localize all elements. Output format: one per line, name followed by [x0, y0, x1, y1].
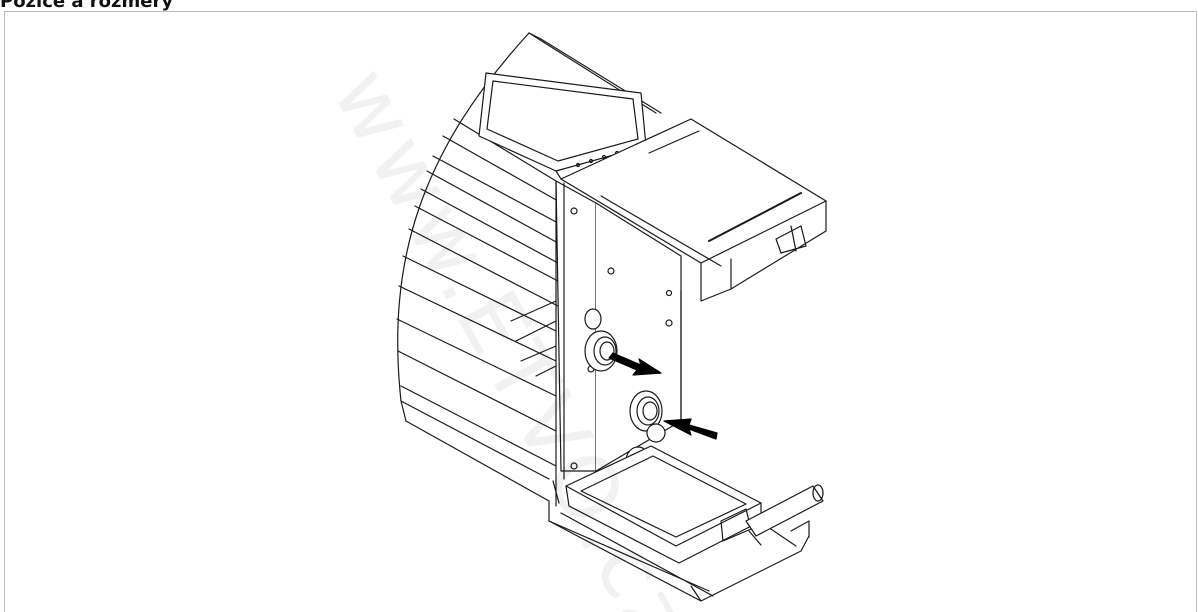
curved-housing: [396, 32, 662, 502]
outlet-arrow: [608, 352, 662, 376]
figure-frame: www.ETVO.cz: [4, 11, 1197, 612]
top-cover: [560, 118, 827, 302]
outlet-fitting: [584, 308, 618, 372]
side-handle: [745, 484, 824, 546]
installation-drawing: [396, 32, 827, 602]
display-panel: [478, 72, 650, 180]
section-heading: Pozice a rozměry: [0, 0, 174, 12]
base-rails: [552, 480, 810, 602]
inlet-arrow: [663, 418, 718, 440]
bottom-tray: [548, 445, 810, 602]
